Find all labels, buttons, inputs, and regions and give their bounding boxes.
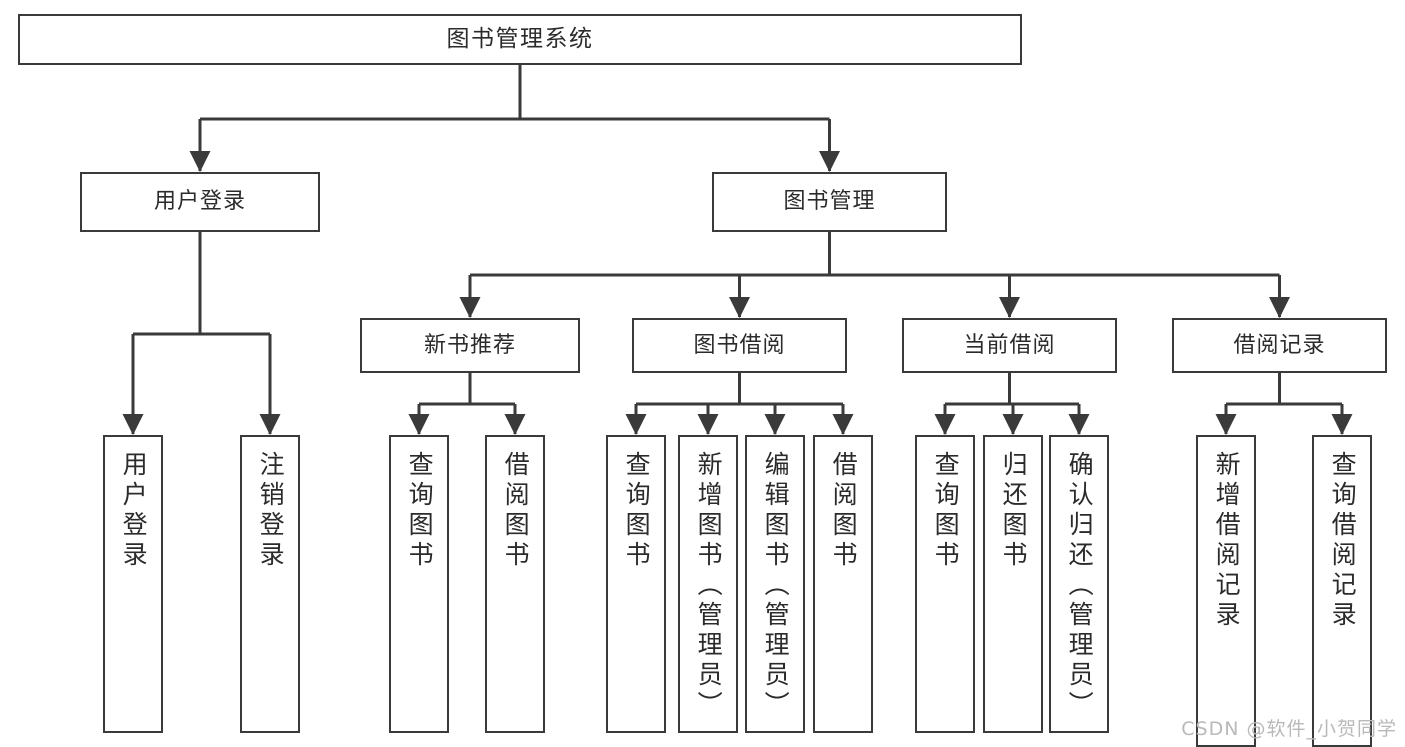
node-label: 编辑图书（管理员） (761, 451, 791, 721)
node-label: 图书管理 (783, 189, 876, 215)
node-label: 用户登录 (119, 451, 149, 571)
node-label: 查询图书 (622, 451, 652, 571)
node-leaf-borrow-edit-book[interactable]: 编辑图书（管理员） (745, 435, 805, 733)
node-leaf-rec-query-book[interactable]: 查询图书 (389, 435, 449, 733)
node-leaf-record-query[interactable]: 查询借阅记录 (1312, 435, 1372, 747)
node-label: 查询图书 (405, 451, 435, 571)
node-leaf-borrow-borrow-book[interactable]: 借阅图书 (813, 435, 873, 733)
node-label: 归还图书 (999, 451, 1029, 571)
node-book-borrow[interactable]: 图书借阅 (632, 318, 847, 373)
node-current-borrow[interactable]: 当前借阅 (902, 318, 1117, 373)
node-label: 图书管理系统 (446, 25, 594, 52)
node-label: 当前借阅 (963, 332, 1056, 358)
node-leaf-borrow-query-book[interactable]: 查询图书 (606, 435, 666, 733)
node-leaf-user-logout[interactable]: 注销登录 (240, 435, 300, 733)
node-leaf-user-login[interactable]: 用户登录 (103, 435, 163, 733)
node-new-book-recommend[interactable]: 新书推荐 (360, 318, 580, 373)
node-label: 确认归还（管理员） (1065, 451, 1095, 721)
node-leaf-record-add[interactable]: 新增借阅记录 (1196, 435, 1256, 747)
node-label: 查询借阅记录 (1328, 451, 1358, 631)
node-leaf-rec-borrow-book[interactable]: 借阅图书 (485, 435, 545, 733)
node-book-manage[interactable]: 图书管理 (712, 172, 947, 232)
node-label: 新书推荐 (423, 332, 516, 358)
node-label: 借阅记录 (1233, 332, 1326, 358)
node-label: 借阅图书 (829, 451, 859, 571)
node-label: 新增借阅记录 (1212, 451, 1242, 631)
node-leaf-current-confirm-return[interactable]: 确认归还（管理员） (1049, 435, 1109, 733)
node-label: 查询图书 (931, 451, 961, 571)
node-label: 注销登录 (256, 451, 286, 571)
node-leaf-current-query-book[interactable]: 查询图书 (915, 435, 975, 733)
node-leaf-current-return-book[interactable]: 归还图书 (983, 435, 1043, 733)
node-label: 新增图书（管理员） (694, 451, 724, 721)
node-label: 图书借阅 (693, 332, 786, 358)
node-leaf-borrow-add-book[interactable]: 新增图书（管理员） (678, 435, 738, 733)
node-label: 借阅图书 (501, 451, 531, 571)
node-label: 用户登录 (153, 189, 246, 215)
node-root[interactable]: 图书管理系统 (18, 14, 1022, 65)
node-user-login[interactable]: 用户登录 (80, 172, 320, 232)
node-borrow-record[interactable]: 借阅记录 (1172, 318, 1387, 373)
csdn-watermark: CSDN @软件_小贺同学 (1181, 718, 1397, 740)
